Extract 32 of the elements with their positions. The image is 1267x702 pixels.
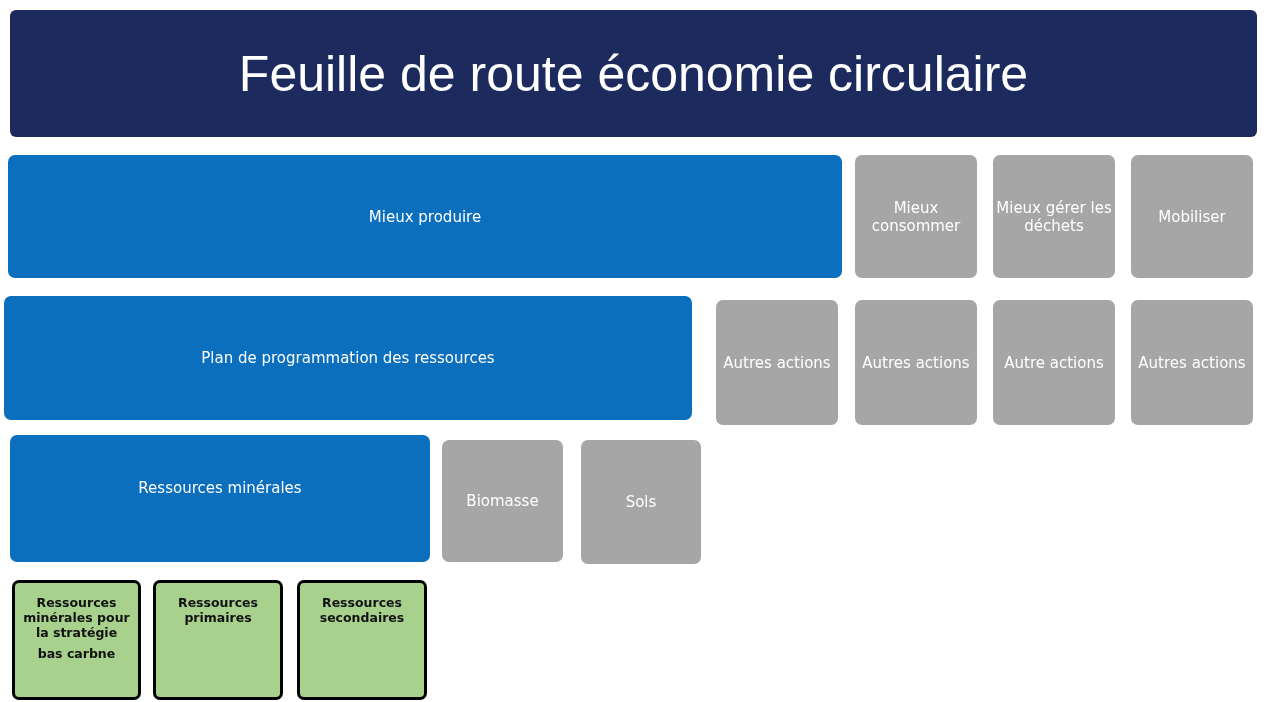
- title-banner: Feuille de route économie circulaire: [10, 10, 1257, 137]
- action-box: [442, 440, 563, 562]
- box-label: Ressources secondaires: [318, 595, 406, 625]
- box-label: Biomasse: [466, 492, 539, 510]
- action-box: [993, 300, 1115, 425]
- box-label: Autre actions: [1004, 353, 1104, 372]
- box-label: bas carbne: [37, 646, 116, 661]
- action-box: [993, 155, 1115, 278]
- box-label: Ressources primaires: [177, 595, 259, 625]
- resource-box: [297, 580, 427, 700]
- action-box: [581, 440, 701, 564]
- box-label: Ressources minérales: [138, 479, 302, 497]
- box-label: Sols: [625, 493, 657, 511]
- action-box: [1131, 300, 1253, 425]
- box-label: Mieux consommer: [870, 198, 962, 235]
- action-box: [1131, 155, 1253, 278]
- box-label: Mobiliser: [1158, 207, 1226, 226]
- box-label: Mieux gérer les déchets: [995, 198, 1113, 235]
- box-label: Plan de programmation des ressources: [201, 349, 495, 367]
- category-box: [8, 155, 842, 278]
- action-box: [855, 155, 977, 278]
- category-box: [4, 296, 692, 420]
- resource-box: [153, 580, 283, 700]
- box-label: Autres actions: [862, 353, 970, 372]
- category-box: [10, 435, 430, 562]
- box-label: Ressources minérales pour la stratégie: [22, 595, 131, 640]
- action-box: [716, 300, 838, 425]
- box-label: Autres actions: [1138, 353, 1246, 372]
- resource-box: [12, 580, 141, 700]
- box-label: Mieux produire: [368, 207, 482, 226]
- box-label: Autres actions: [723, 353, 831, 372]
- action-box: [855, 300, 977, 425]
